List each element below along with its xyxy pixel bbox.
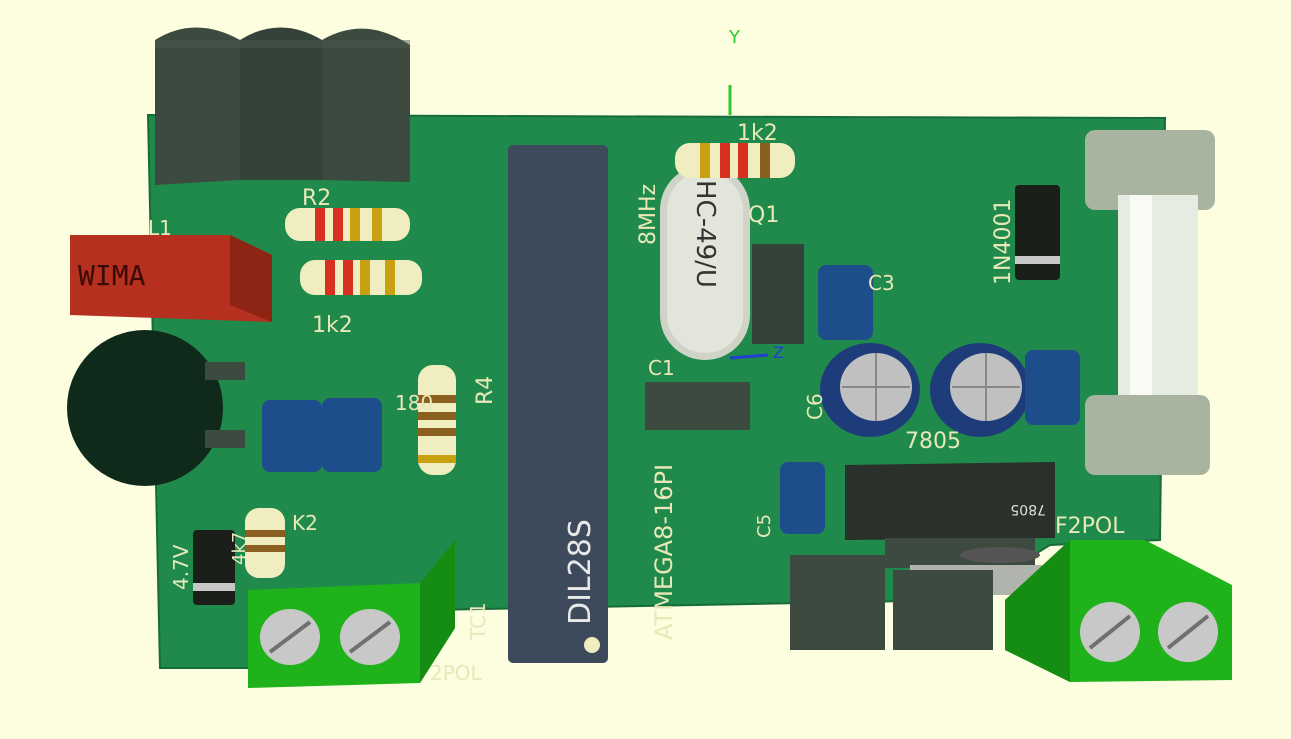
resistor-r2[interactable] <box>285 208 410 241</box>
elcap-c4[interactable] <box>930 343 1030 437</box>
regulator-silk-label: 7805 <box>905 429 961 454</box>
k2-ref-label: K2 <box>292 511 318 535</box>
capacitor-c1[interactable] <box>645 382 750 430</box>
diode-part-label: 1N4001 <box>991 199 1016 285</box>
wima-label: WIMA <box>78 259 146 292</box>
resistor-r3[interactable] <box>300 260 422 295</box>
ceramic-cap-left-1[interactable] <box>262 400 322 472</box>
c6-ref-label: C6 <box>803 393 827 420</box>
resistor-180[interactable] <box>418 365 456 475</box>
block-bottom-1[interactable] <box>790 555 885 650</box>
regulator-body-label: 7805 <box>1010 501 1046 517</box>
r2-ref-label: R2 <box>302 186 331 211</box>
r1-value-label: 1k2 <box>737 121 778 146</box>
r3-value-label: 1k2 <box>312 313 353 338</box>
ceramic-cap-c4[interactable] <box>1025 350 1080 425</box>
elcap-c6[interactable] <box>820 343 920 437</box>
block-bottom-2[interactable] <box>893 570 993 650</box>
ic-part-label: ATMEGA8-16PI <box>650 464 678 640</box>
ic-package-label: DIL28S <box>563 519 598 625</box>
l1-ref-label: L1 <box>148 216 172 240</box>
ic-atmega8[interactable]: DIL28S <box>508 145 608 663</box>
terminal-block-left[interactable] <box>248 540 455 688</box>
resistor-r1[interactable] <box>675 143 795 178</box>
ftc1-ref-label: TC1 <box>466 602 490 641</box>
crystal-hc49[interactable]: HC-49/U <box>660 165 750 360</box>
resistor-4k7[interactable] <box>245 508 285 578</box>
capacitor-block[interactable] <box>752 244 804 344</box>
zener-diode[interactable] <box>193 530 235 605</box>
x1-label: 2POL <box>430 661 483 685</box>
axis-z-line <box>729 353 769 360</box>
buzzer[interactable] <box>67 330 245 486</box>
pin-header-top[interactable] <box>155 27 410 186</box>
c1-ref-label: C1 <box>648 356 675 380</box>
axis-y-label: Y <box>728 27 741 48</box>
x2-label: F2POL <box>1055 514 1125 539</box>
diode-1n4001[interactable] <box>1015 185 1060 280</box>
ceramic-cap-c5[interactable] <box>780 462 825 534</box>
terminal-block-right[interactable] <box>1005 540 1232 682</box>
q1-ref-label: Q1 <box>748 203 779 228</box>
ceramic-cap-left-2[interactable] <box>322 398 382 472</box>
zener-value-label: 4.7V <box>169 544 193 590</box>
c5-ref-label: C5 <box>754 514 775 538</box>
crystal-freq-label: 8MHz <box>636 184 661 245</box>
c3-ref-label: C3 <box>868 271 895 295</box>
ceramic-cap-c3[interactable] <box>818 265 873 340</box>
r-mid-value-label: 180 <box>395 391 433 415</box>
r-bottom-value-label: 4k7 <box>229 532 250 565</box>
crystal-case-label: HC-49/U <box>690 180 720 288</box>
wima-capacitor[interactable]: WIMA <box>70 235 272 322</box>
axis-z-label: Z <box>773 343 784 362</box>
r4-ref-label: R4 <box>473 376 498 405</box>
fuse-holder[interactable] <box>1085 130 1215 475</box>
